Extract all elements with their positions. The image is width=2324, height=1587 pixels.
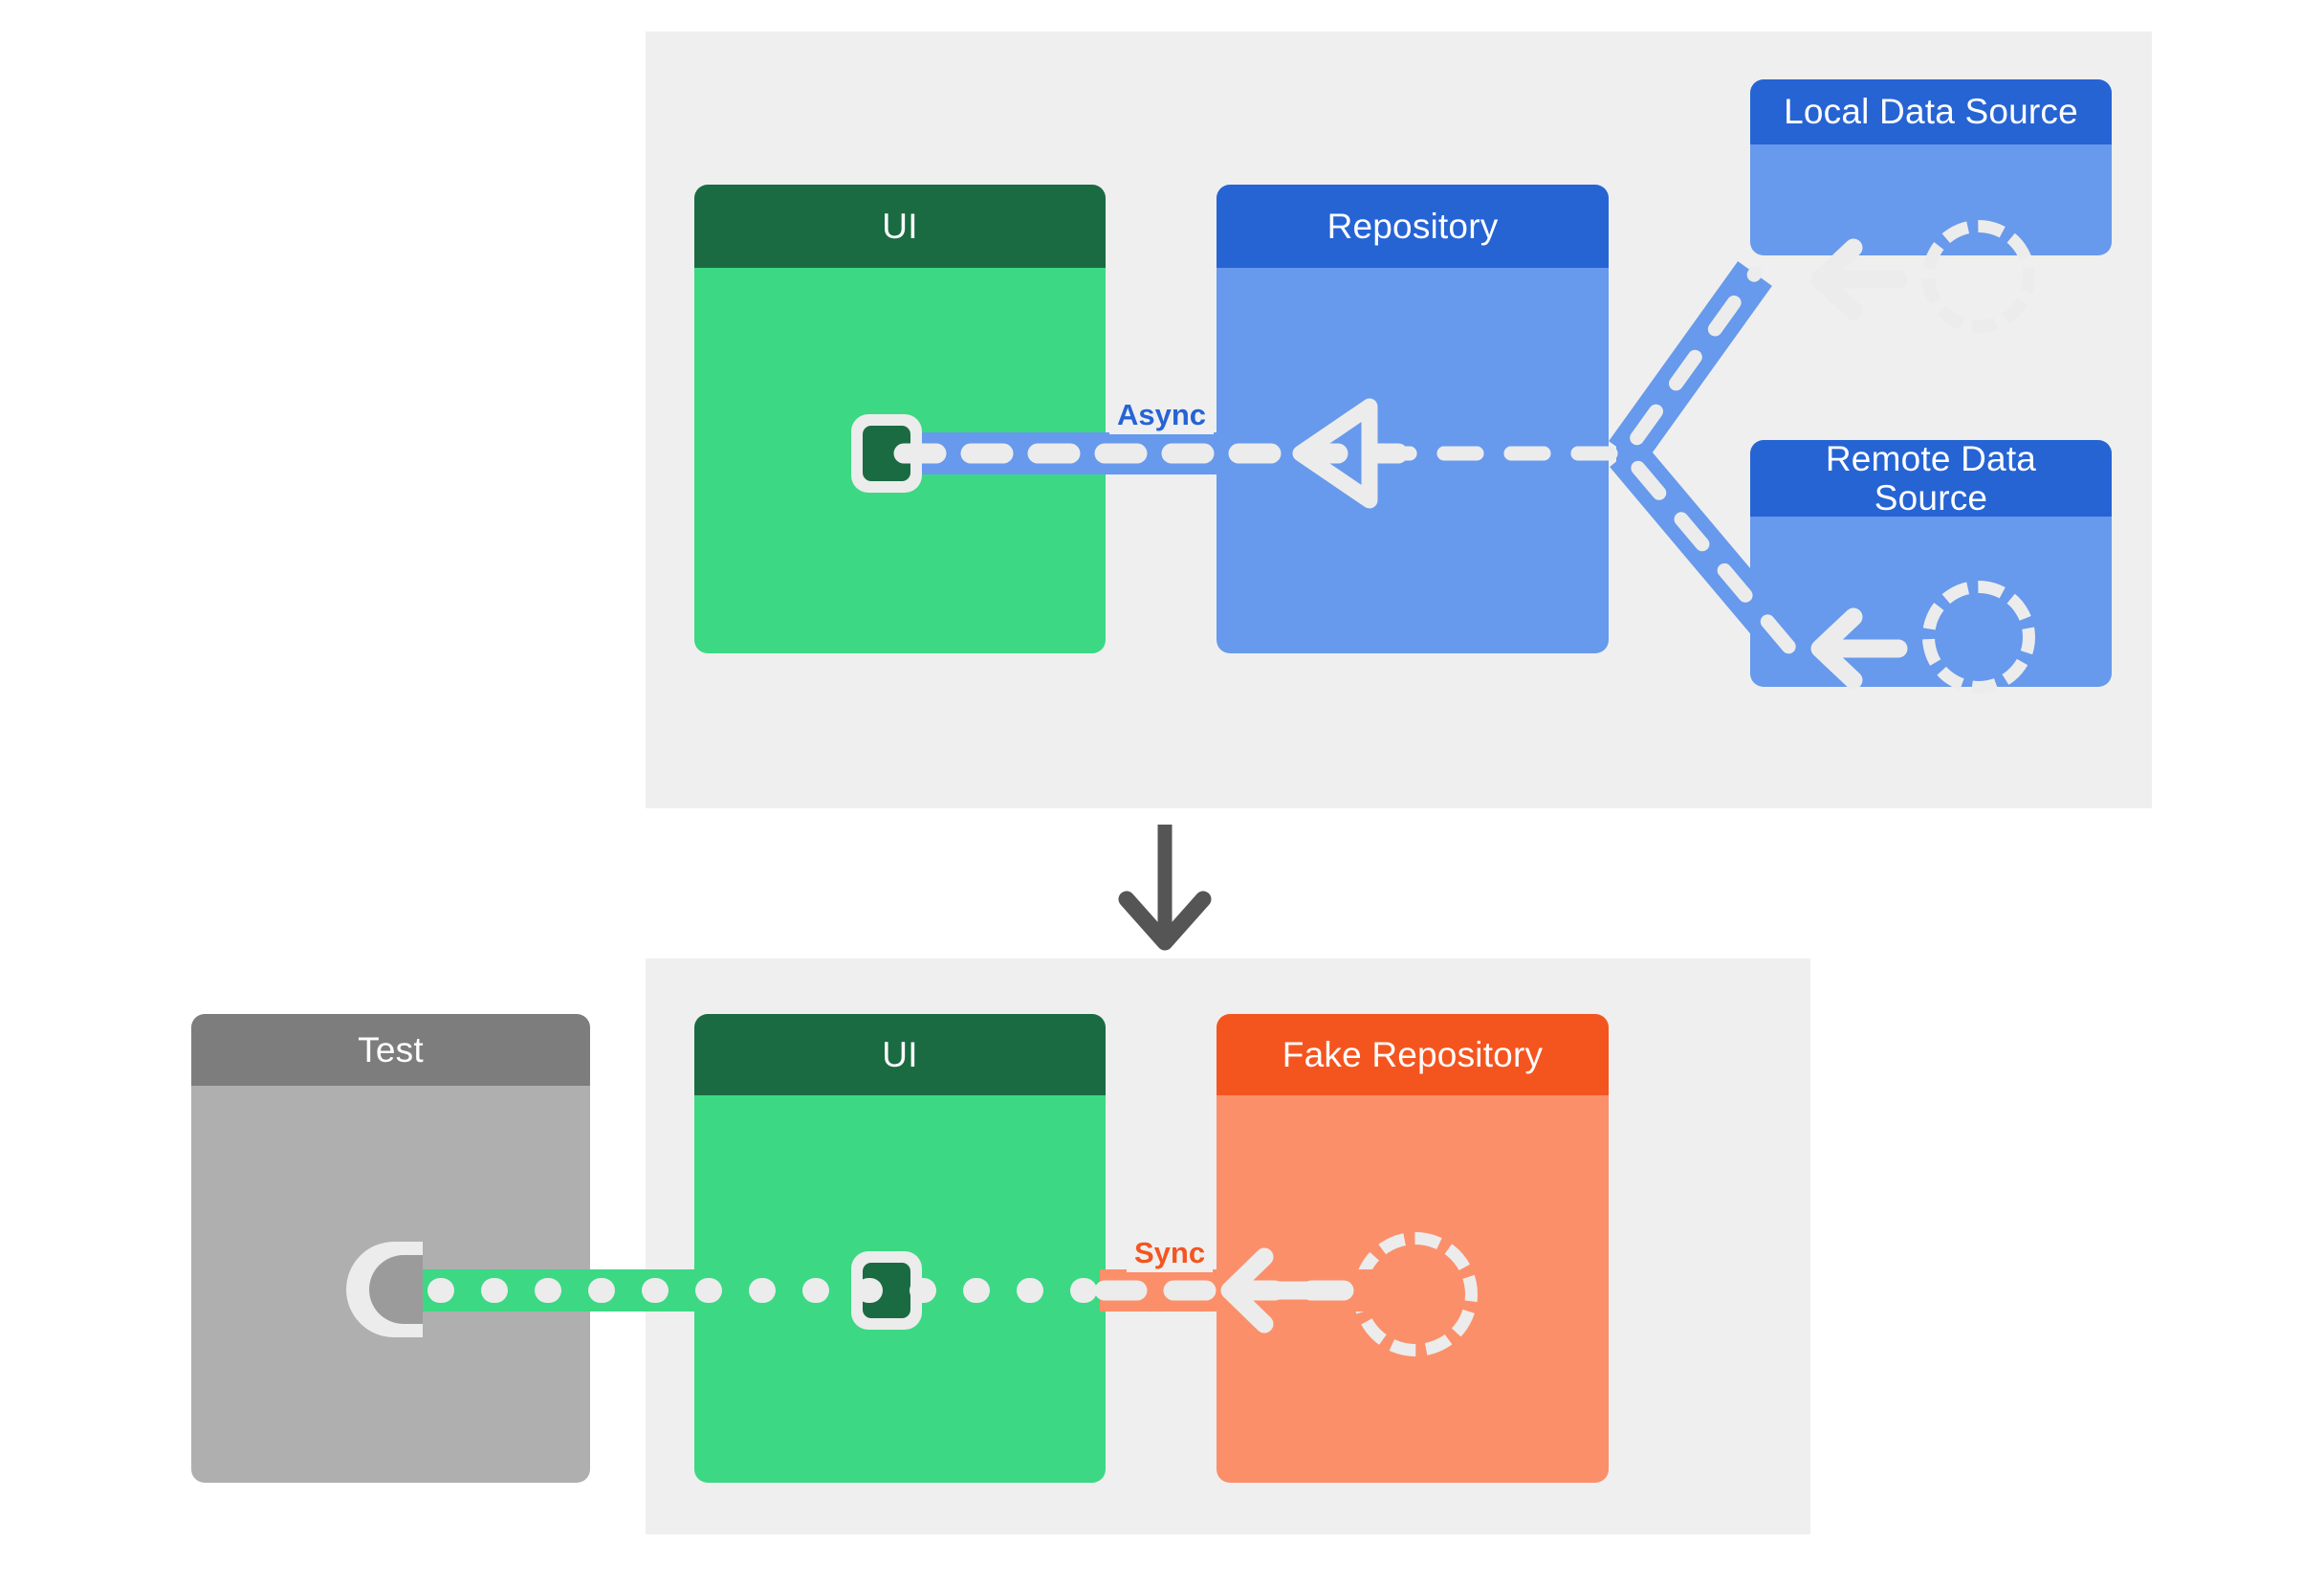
async-dashes [904, 432, 1401, 474]
sync-connector-band [1100, 1269, 1377, 1311]
ui-box-test[interactable]: UI [694, 1014, 1106, 1483]
local-data-source-box[interactable]: Local Data Source [1750, 79, 2112, 255]
test-connector-dots [421, 1269, 1105, 1311]
ui-box-title: UI [694, 185, 1106, 268]
repository-box[interactable]: Repository [1217, 185, 1609, 653]
sync-dashes [1100, 1269, 1377, 1311]
plug-icon [851, 1251, 922, 1330]
local-data-source-body [1750, 144, 2112, 255]
remote-data-source-title: Remote Data Source [1750, 440, 2112, 518]
remote-data-source-title-line1: Remote Data [1825, 440, 2037, 478]
arrow-down-icon [1118, 825, 1212, 951]
socket-icon [346, 1242, 423, 1337]
test-to-ui-connector-band [421, 1269, 1105, 1311]
remote-data-source-box[interactable]: Remote Data Source [1750, 440, 2112, 687]
local-data-source-title: Local Data Source [1750, 79, 2112, 144]
test-box-title: Test [191, 1014, 590, 1086]
dashed-circle-icon [1922, 581, 2035, 694]
async-label: Async [1109, 396, 1215, 435]
fake-repository-title: Fake Repository [1217, 1014, 1609, 1095]
repository-box-title: Repository [1217, 185, 1609, 268]
sync-label: Sync [1127, 1234, 1214, 1273]
ui-box-title: UI [694, 1014, 1106, 1095]
dashed-circle-icon [1922, 220, 2035, 333]
plug-icon [851, 414, 922, 493]
async-connector-band [904, 432, 1401, 474]
remote-data-source-title-line2: Source [1874, 478, 1988, 518]
